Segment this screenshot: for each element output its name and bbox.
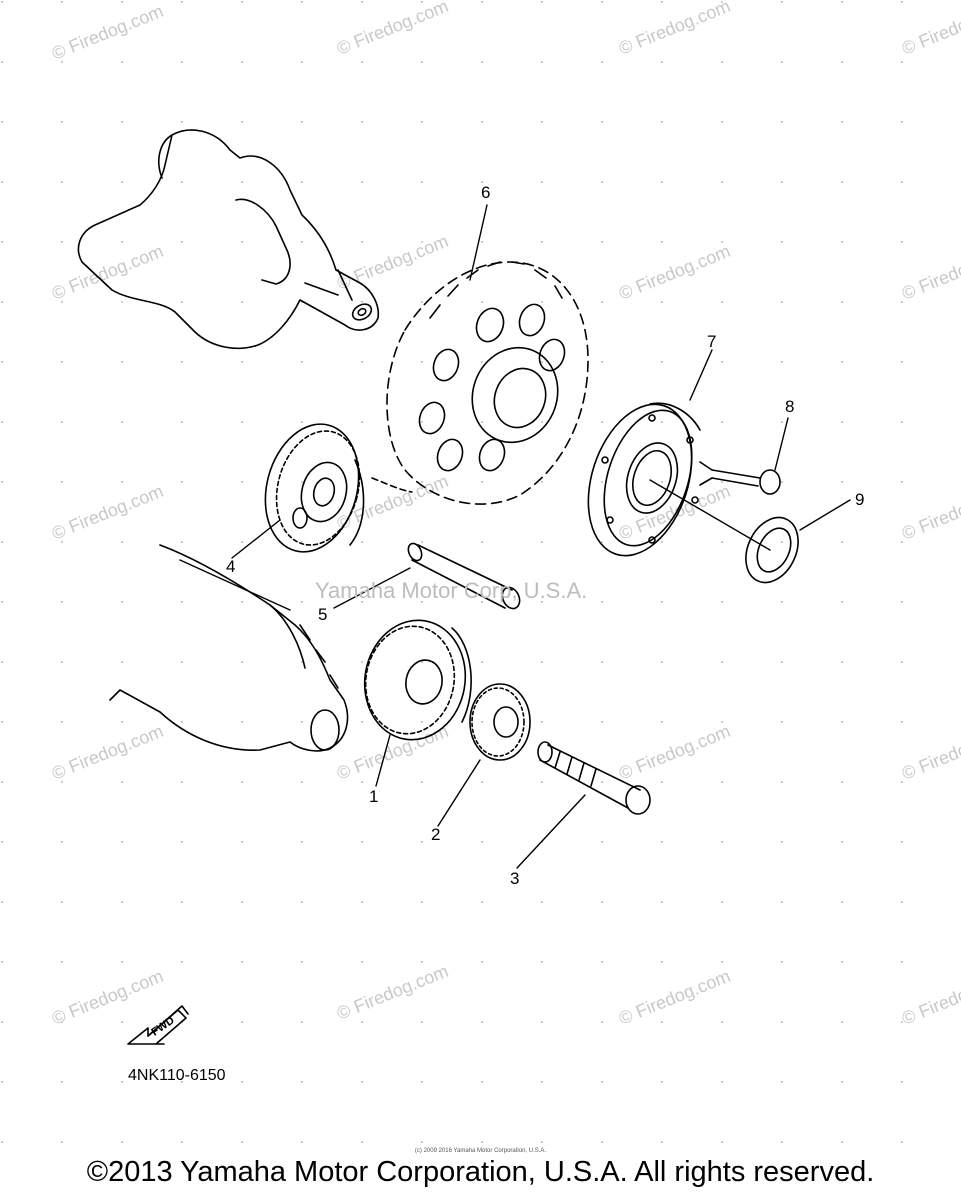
gear-1 xyxy=(363,619,472,741)
callout-1: 1 xyxy=(369,787,378,806)
bolt-8 xyxy=(699,461,781,495)
callouts: 6 7 8 9 4 5 1 2 3 xyxy=(226,183,864,888)
callout-7: 7 xyxy=(707,332,716,351)
diagram-part-code: 4NK110-6150 xyxy=(128,1067,226,1084)
tiny-notice: (c) 2009 2016 Yamaha Motor Corporation, … xyxy=(414,1148,547,1154)
callout-8: 8 xyxy=(785,397,794,416)
callout-5: 5 xyxy=(318,605,327,624)
callout-4: 4 xyxy=(226,557,235,576)
pin-5 xyxy=(407,542,521,610)
callout-3: 3 xyxy=(510,869,519,888)
callout-6: 6 xyxy=(481,183,490,202)
balancer-drive-gear xyxy=(386,261,589,505)
callout-2: 2 xyxy=(431,825,440,844)
callout-9: 9 xyxy=(855,490,864,509)
shaft-3 xyxy=(537,741,651,815)
gear-4 xyxy=(264,423,413,553)
gear-2 xyxy=(469,683,531,761)
crankshaft xyxy=(77,129,380,350)
copyright-footer: ©2013 Yamaha Motor Corporation, U.S.A. A… xyxy=(86,1156,875,1188)
center-watermark: Yamaha Motor Corp, U.S.A. xyxy=(315,578,588,603)
leader-lines xyxy=(179,204,851,869)
fwd-arrow-icon xyxy=(127,1005,189,1045)
cover-7 xyxy=(587,402,701,557)
